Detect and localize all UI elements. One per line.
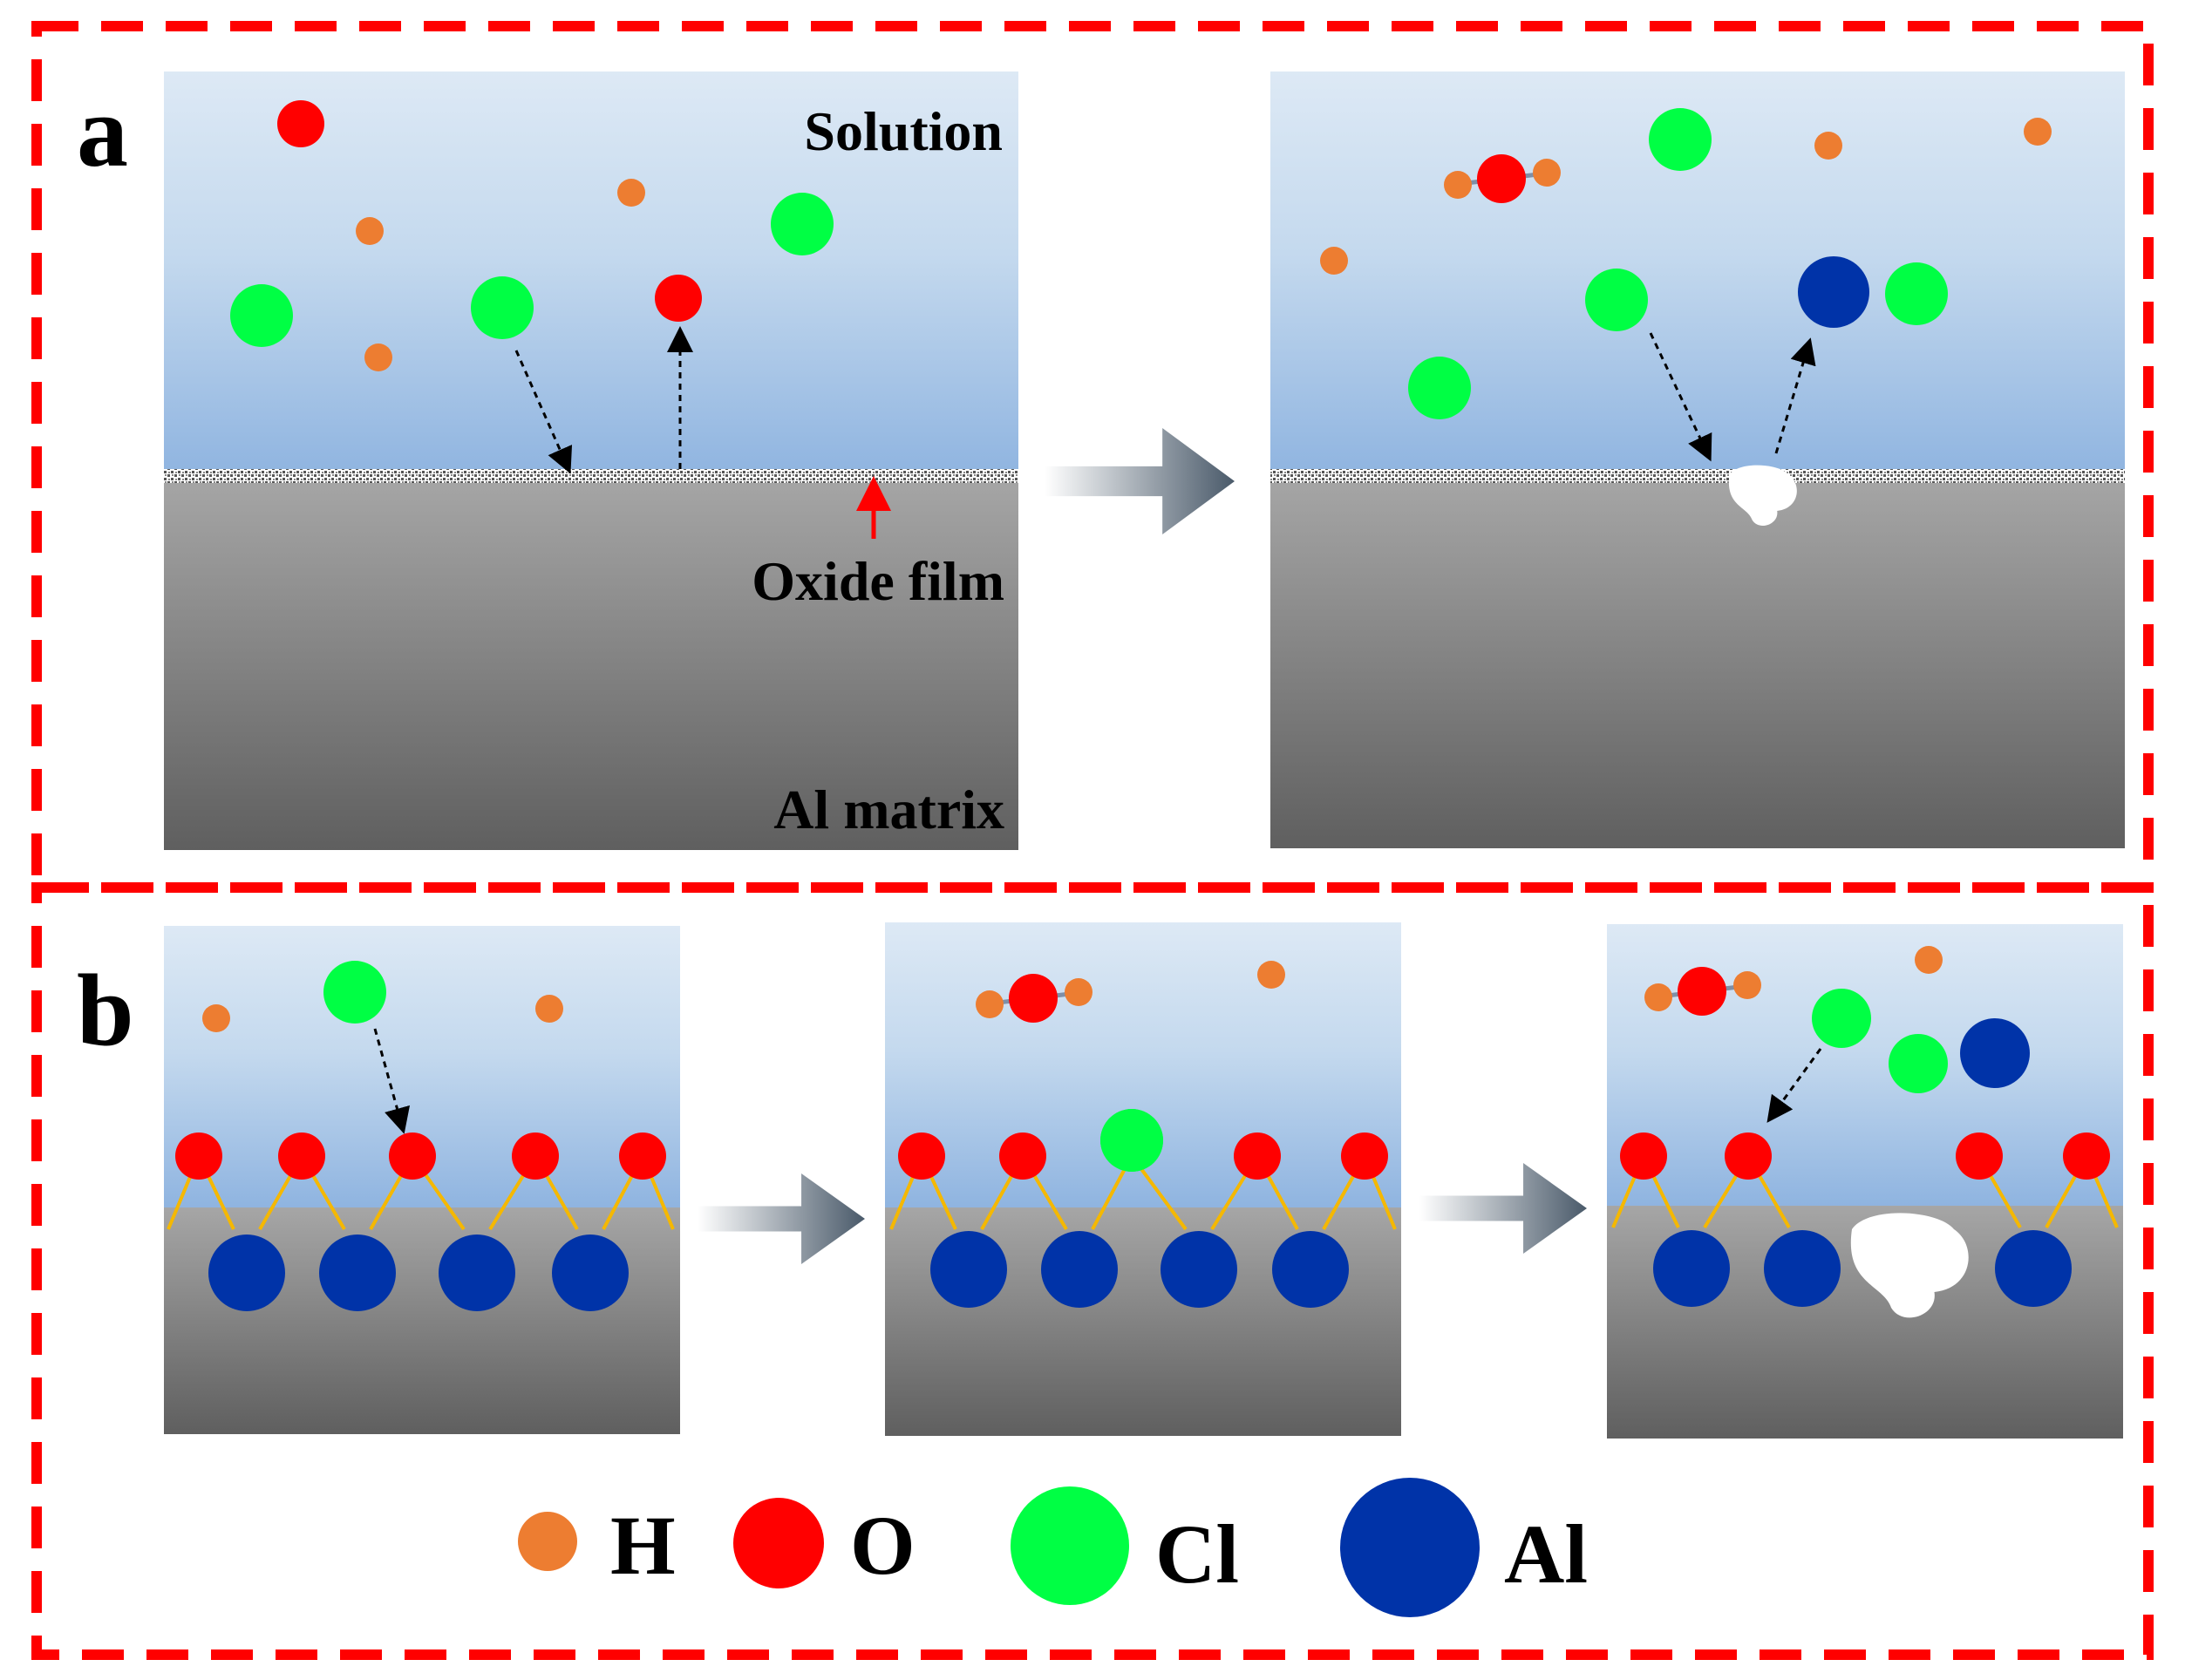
al-matrix-label: Al matrix [773,779,1004,840]
oxygen-atom [1009,974,1058,1023]
hydrogen-atom [976,990,1004,1018]
migration-arrow [1649,332,1712,462]
legend-aluminum-swatch [1340,1478,1480,1617]
chlorine-atom [771,193,834,255]
aluminum-atom [1798,256,1869,328]
chlorine-atom [1408,357,1471,419]
chlorine-atom [471,276,534,339]
legend-aluminum-label: Al [1504,1507,1588,1601]
legend-hydrogen-swatch [518,1512,577,1571]
oxygen-atom [898,1132,945,1180]
oxide-film-layer [1270,469,2125,483]
aluminum-atom [1960,1018,2030,1088]
oxygen-atom [389,1132,436,1180]
aluminum-atom [552,1234,629,1311]
legend-chlorine-swatch [1011,1486,1129,1605]
hydrogen-atom [1320,247,1348,275]
panel-a-letter: a [77,74,128,188]
chlorine-atom [1889,1034,1948,1093]
chlorine-atom [1585,269,1648,331]
migration-arrow [1774,337,1816,454]
process-arrow [1419,1163,1587,1254]
hydrogen-atom [1533,159,1561,187]
aluminum-atom [319,1234,396,1311]
oxygen-atom [655,275,702,322]
oxygen-atom [1477,154,1526,203]
oxygen-atom [277,100,324,147]
hydrogen-atom [356,217,384,245]
chlorine-atom [1812,989,1871,1048]
chlorine-atom [1100,1109,1163,1172]
corrosion-pit [1728,465,1797,526]
oxygen-atom [278,1132,325,1180]
aluminum-atom [930,1231,1007,1308]
process-arrow [698,1173,865,1264]
hydrogen-atom [1644,983,1672,1011]
hydrogen-atom [364,343,392,371]
oxygen-atom [2063,1132,2110,1180]
solution-label: Solution [804,100,1003,162]
hydrogen-atom [617,179,645,207]
hydrogen-atom [202,1004,230,1032]
migration-arrow [514,350,573,474]
oxide-film-label: Oxide film [752,550,1004,612]
migration-arrow [1766,1048,1822,1123]
al-matrix-region [1270,477,2125,848]
hydrogen-atom [1733,971,1761,999]
aluminum-atom [1764,1230,1841,1307]
oxygen-atom [1341,1132,1388,1180]
oxygen-atom [1620,1132,1667,1180]
corrosion-pit [1850,1213,1969,1318]
hydrogen-atom [535,995,563,1023]
aluminum-atom [1653,1230,1730,1307]
aluminum-atom [1995,1230,2072,1307]
legend-oxygen-label: O [850,1499,916,1592]
aluminum-atom [1041,1231,1118,1308]
hydrogen-atom [1915,946,1943,974]
chlorine-atom [230,284,293,347]
aluminum-atom [208,1234,285,1311]
aluminum-atom [1161,1231,1237,1308]
process-arrow [1045,428,1235,534]
oxygen-atom [1725,1132,1772,1180]
panel-b-frame [31,882,2154,1660]
oxygen-atom [619,1132,666,1180]
chlorine-atom [323,961,386,1024]
legend-oxygen-swatch [733,1498,824,1588]
hydrogen-atom [2024,118,2052,146]
oxide-film-layer [164,469,1018,483]
hydrogen-atom [1814,132,1842,160]
aluminum-atom [439,1234,515,1311]
legend-hydrogen-label: H [610,1499,676,1592]
hydrogen-atom [1065,978,1092,1006]
migration-arrow [373,1028,411,1134]
al-matrix-region [164,477,1018,850]
oxygen-atom [512,1132,559,1180]
legend-chlorine-label: Cl [1155,1507,1239,1601]
chlorine-atom [1885,262,1948,325]
oxygen-atom [999,1132,1046,1180]
oxygen-atom [175,1132,222,1180]
chlorine-atom [1649,108,1712,171]
aluminum-atom [1272,1231,1349,1308]
oxygen-atom [1956,1132,2003,1180]
hydrogen-atom [1444,171,1472,199]
oxygen-atom [1678,967,1726,1016]
scene-layer [164,71,2125,1439]
solution-region [1607,924,2123,1206]
panel-b-letter: b [77,953,134,1067]
legend: H O Cl Al [518,1478,1588,1617]
oxygen-atom [1234,1132,1281,1180]
hydrogen-atom [1257,961,1285,989]
